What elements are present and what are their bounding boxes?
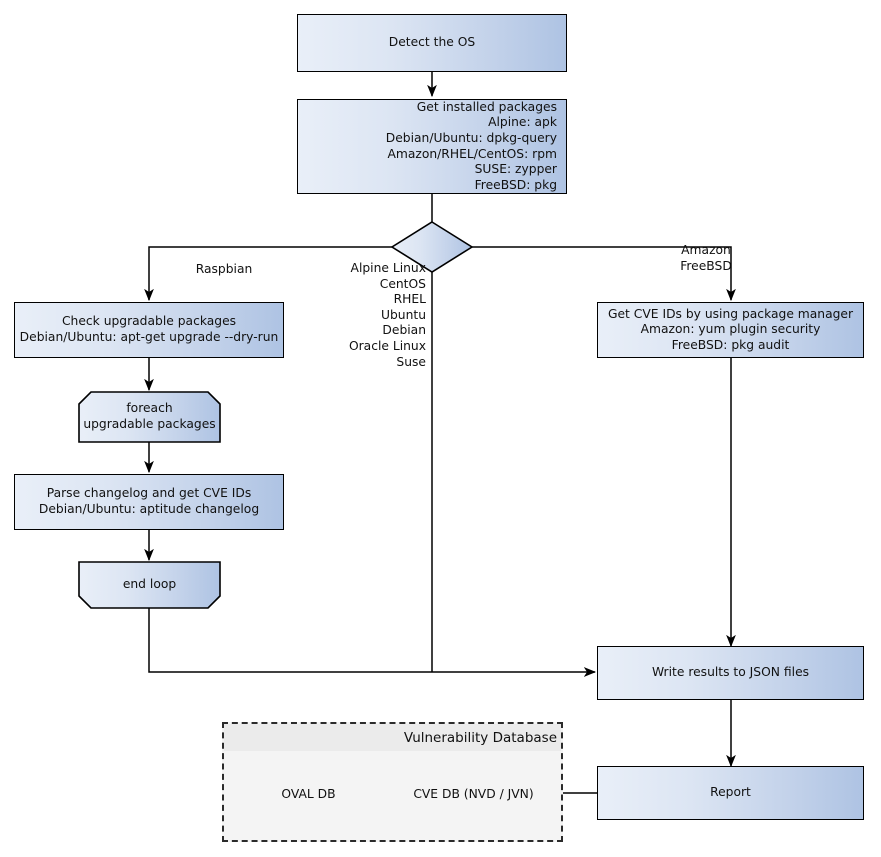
- endloop-shape: [78, 561, 221, 609]
- node-foreach-loop[interactable]: foreach upgradable packages: [79, 392, 220, 442]
- end-loop-label: end loop: [122, 577, 177, 592]
- node-parse-changelog[interactable]: Parse changelog and get CVE IDs Debian/U…: [14, 474, 284, 530]
- cve-db-label: CVE DB (NVD / JVN): [413, 787, 534, 801]
- edge-decision-to-check: [144, 246, 392, 302]
- oval-db-label: OVAL DB: [281, 787, 336, 801]
- node-get-cve-ids[interactable]: Get CVE IDs by using package manager Ama…: [597, 302, 864, 358]
- foreach-loop-label: foreach upgradable packages: [83, 401, 216, 431]
- foreach-shape: [78, 391, 221, 443]
- edge-label-raspbian: Raspbian: [195, 262, 253, 276]
- decision-diamond: [390, 221, 474, 273]
- edge-decision-to-getcve: [472, 246, 736, 302]
- vulnerability-database-group: Vulnerability Database: [222, 722, 563, 842]
- vulnerability-database-title: Vulnerability Database: [224, 724, 561, 751]
- edge-endloop-to-write: [148, 608, 597, 677]
- node-report[interactable]: Report: [597, 766, 864, 820]
- node-check-upgradable-packages[interactable]: Check upgradable packages Debian/Ubuntu:…: [14, 302, 284, 358]
- node-write-results[interactable]: Write results to JSON files: [597, 646, 864, 700]
- node-get-installed-packages[interactable]: Get installed packages Alpine: apk Debia…: [297, 99, 567, 194]
- edge-label-middle-os-list: Alpine Linux CentOS RHEL Ubuntu Debian O…: [348, 261, 426, 369]
- node-detect-os[interactable]: Detect the OS: [297, 14, 567, 72]
- node-end-loop[interactable]: end loop: [79, 562, 220, 608]
- edge-label-amazon-freebsd: Amazon FreeBSD: [680, 243, 732, 273]
